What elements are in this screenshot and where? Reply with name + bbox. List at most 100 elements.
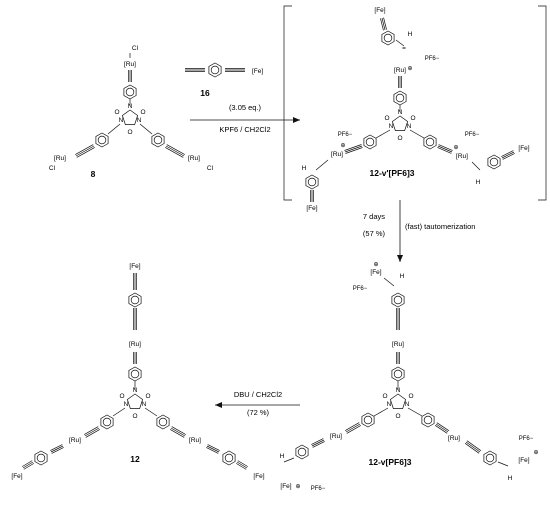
nitrogen-atom: N	[124, 401, 129, 408]
pf6-label: PF6−	[519, 436, 534, 442]
ruthenium-label: [Ru]	[188, 155, 200, 162]
positive-charge: ⊕	[407, 66, 412, 72]
ruthenium-label: [Ru]	[331, 151, 343, 158]
benzene-ring	[305, 174, 319, 190]
ruthenium-label: [Ru]	[124, 61, 136, 68]
benzene-ring	[381, 30, 395, 46]
iron-label: [Fe]	[306, 205, 317, 212]
triple-bond	[236, 461, 248, 469]
triple-bond	[85, 429, 100, 438]
bond	[407, 407, 423, 417]
triple-bond	[436, 422, 450, 431]
triple-bond	[75, 144, 94, 155]
vinylidene-bond	[497, 461, 509, 467]
aromatic-circle	[297, 447, 307, 457]
nitrogen-atom: N	[128, 103, 133, 110]
bond	[112, 407, 126, 417]
triple-bond	[466, 440, 482, 451]
aromatic-circle	[363, 415, 373, 425]
nitrogen-atom: N	[133, 387, 138, 394]
positive-charge: ⊕	[373, 262, 378, 268]
triple-bond	[435, 423, 449, 433]
oxygen-atom: O	[132, 413, 137, 420]
aromatic-circle	[365, 137, 375, 147]
triple-bond	[23, 463, 35, 470]
benzene-ring	[208, 62, 222, 78]
iron-label: [Fe]	[280, 483, 291, 490]
pf6-label: PF6−	[425, 56, 440, 62]
triple-bond	[206, 447, 219, 454]
triple-bond	[50, 445, 64, 453]
nitrogen-atom: N	[389, 123, 394, 130]
benzene-ring	[363, 134, 377, 150]
triple-bond	[345, 147, 363, 154]
triple-bond	[344, 145, 363, 153]
vinylidene-bond	[395, 39, 405, 47]
triple-bond	[84, 427, 100, 437]
triple-bond	[381, 17, 386, 31]
triple-bond	[237, 460, 249, 467]
benzene-ring	[361, 412, 375, 428]
triple-bond	[50, 444, 63, 451]
pf6-label: PF6−	[338, 132, 353, 138]
nitrogen-atom: N	[396, 387, 401, 394]
triple-bond	[165, 147, 184, 158]
oxygen-atom: O	[140, 109, 145, 116]
benzene-ring	[128, 292, 142, 308]
pf6-label: PF6−	[465, 132, 480, 138]
ruthenium-label: [Ru]	[330, 433, 342, 440]
bond	[373, 407, 389, 417]
benzene-ring	[151, 132, 165, 148]
aromatic-circle	[130, 369, 140, 379]
positive-charge: ⊕	[453, 145, 458, 151]
aromatic-circle	[395, 93, 405, 103]
aromatic-circle	[393, 295, 403, 305]
triple-bond	[437, 145, 453, 153]
benzene-ring	[391, 292, 405, 308]
iron-label: [Fe]	[518, 145, 529, 152]
aromatic-circle	[423, 415, 433, 425]
hydrogen-label: H	[508, 475, 513, 482]
aromatic-circle	[102, 417, 112, 427]
triple-bond	[75, 145, 95, 157]
bond	[144, 407, 158, 417]
aromatic-circle	[210, 65, 220, 75]
compound-12-label: 12	[130, 454, 140, 464]
ruthenium-label: [Ru]	[54, 155, 66, 162]
aromatic-circle	[158, 417, 168, 427]
step2-note: (fast) tautomerization	[405, 222, 475, 231]
iron-label: [Fe]	[518, 457, 529, 464]
reaction-conditions: (3.05 eq.) KPF6 / CH2Cl2 7 days (57 %) (…	[219, 103, 475, 417]
benzene-ring	[34, 450, 48, 466]
aromatic-circle	[125, 87, 135, 97]
ruthenium-label: [Ru]	[129, 341, 141, 348]
benzene-ring	[423, 134, 437, 150]
cation-v-core	[389, 393, 407, 409]
cation-vprime-label: 12-v'[PF6]3	[369, 168, 414, 178]
ruthenium-label: [Ru]	[456, 153, 468, 160]
benzene-ring	[483, 450, 497, 466]
triple-bond	[346, 425, 361, 434]
double-bond-sign: =	[402, 45, 406, 52]
aromatic-circle	[130, 295, 140, 305]
nitrogen-atom: N	[407, 123, 412, 130]
intermediate-brackets	[283, 5, 547, 201]
step3-yield: (72 %)	[247, 408, 270, 417]
right-bracket	[538, 5, 547, 201]
bond	[139, 123, 153, 135]
chloride-label: Cl	[207, 165, 214, 172]
aromatic-circle	[393, 369, 403, 379]
pf6-label: PF6−	[311, 486, 326, 492]
aromatic-circle	[36, 453, 46, 463]
arrow-step2-head	[397, 255, 403, 262]
ruthenium-label: [Ru]	[394, 67, 406, 74]
iron-label: [Fe]	[374, 7, 385, 14]
ruthenium-label: [Ru]	[189, 437, 201, 444]
oxygen-atom: O	[127, 129, 132, 136]
nitrogen-atom: N	[119, 117, 124, 124]
chloride-label: Cl	[132, 45, 139, 52]
triple-bond	[235, 463, 247, 470]
bond	[375, 129, 391, 139]
hydrogen-label: H	[476, 179, 481, 186]
iron-label: [Fe]	[129, 263, 140, 270]
